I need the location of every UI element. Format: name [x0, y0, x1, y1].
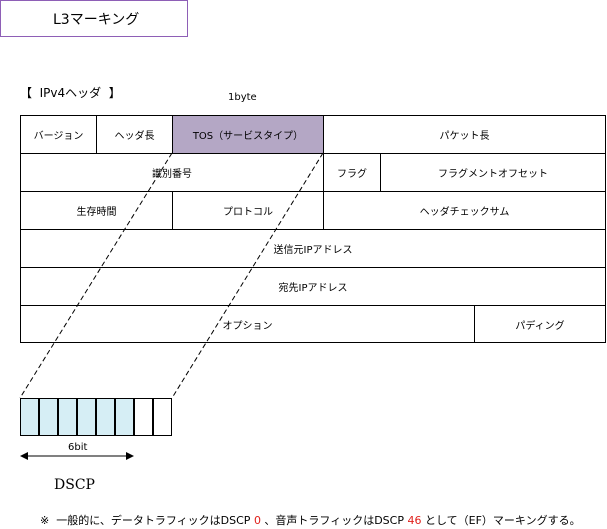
dscp-bit	[20, 398, 39, 436]
ipv4-header-table: バージョン ヘッダ長 TOS（サービスタイプ） パケット長 識別番号 フラグ フ…	[20, 115, 606, 343]
dscp-bit	[77, 398, 96, 436]
field-tos: TOS（サービスタイプ）	[172, 115, 323, 153]
field-padding: パディング	[474, 305, 606, 343]
marking-note: ※ 一般的に、データトラフィックはDSCP 0 、音声トラフィックはDSCP 4…	[40, 512, 581, 528]
ipv4-header-heading: 【 IPv4ヘッダ 】	[20, 86, 121, 100]
header-row: 送信元IPアドレス	[20, 229, 606, 267]
unused-bit	[153, 398, 172, 436]
title-box: L3マーキング	[0, 0, 188, 37]
dscp-bit	[96, 398, 115, 436]
dscp-bit	[39, 398, 58, 436]
bits-label: 6bit	[68, 442, 88, 453]
header-row: 生存時間 プロトコル ヘッダチェックサム	[20, 191, 606, 229]
byte-label: 1byte	[228, 92, 257, 103]
header-row: バージョン ヘッダ長 TOS（サービスタイプ） パケット長	[20, 115, 606, 153]
note-middle: 、音声トラフィックはDSCP	[260, 514, 408, 527]
header-row: 宛先IPアドレス	[20, 267, 606, 305]
field-flags: フラグ	[323, 153, 380, 191]
field-fragment-offset: フラグメントオフセット	[380, 153, 606, 191]
field-source-ip: 送信元IPアドレス	[20, 229, 606, 267]
unused-bit	[134, 398, 153, 436]
field-header-checksum: ヘッダチェックサム	[323, 191, 606, 229]
field-protocol: プロトコル	[172, 191, 323, 229]
note-prefix: ※ 一般的に、データトラフィックはDSCP	[40, 514, 254, 527]
note-voice-value: 46	[407, 514, 422, 527]
field-header-length: ヘッダ長	[96, 115, 172, 153]
field-ttl: 生存時間	[20, 191, 172, 229]
header-row: オプション パディング	[20, 305, 606, 343]
note-suffix: として（EF）マーキングする。	[421, 514, 581, 527]
title: L3マーキング	[53, 11, 140, 28]
header-row: 識別番号 フラグ フラグメントオフセット	[20, 153, 606, 191]
field-identification: 識別番号	[20, 153, 323, 191]
dscp-bit	[115, 398, 134, 436]
field-destination-ip: 宛先IPアドレス	[20, 267, 606, 305]
dscp-label: DSCP	[54, 477, 95, 493]
dscp-bit	[58, 398, 77, 436]
note-data-value: 0	[253, 514, 261, 527]
field-version: バージョン	[20, 115, 96, 153]
field-options: オプション	[20, 305, 474, 343]
field-packet-length: パケット長	[323, 115, 606, 153]
